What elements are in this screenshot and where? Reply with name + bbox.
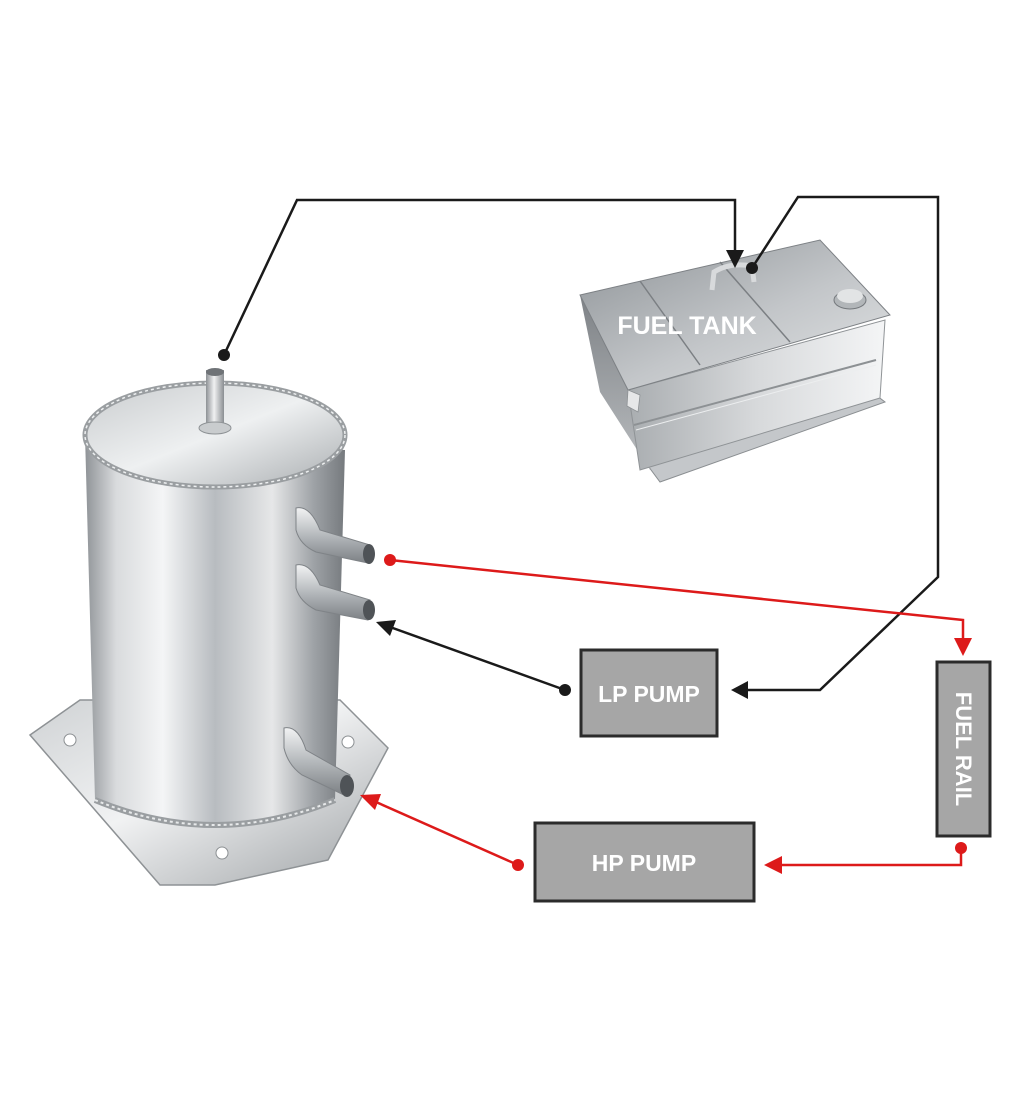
pot-to-fuel-rail-line [384,554,972,656]
fuel-rail-box: FUEL RAIL [935,660,992,838]
tank-to-lp-pump-line [731,195,940,699]
lp-pump-box: LP PUMP [579,648,719,738]
fuel-rail-to-hp-pump-line [764,842,967,874]
fuel-rail-label: FUEL RAIL [951,692,976,806]
fuel-tank-picture [579,239,891,483]
hp-pump-label: HP PUMP [592,850,696,876]
lp-pump-label: LP PUMP [598,681,700,707]
hp-pump-to-pot-line [360,794,524,871]
fuel-tank-label: FUEL TANK [617,312,756,340]
bottom-nozzle [283,727,354,797]
upper-nozzle [295,507,375,564]
swirl-pot-picture [28,368,389,886]
middle-nozzle [295,564,375,621]
vent-return-line [218,198,744,361]
lp-pump-to-pot-line [376,620,571,696]
hp-pump-box: HP PUMP [533,821,756,903]
